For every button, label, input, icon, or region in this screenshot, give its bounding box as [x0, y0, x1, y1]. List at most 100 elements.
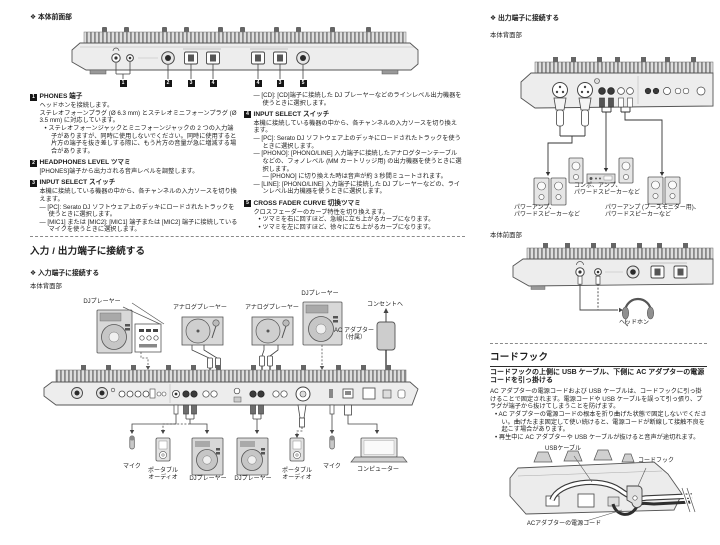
label-dj-player: DJプレーヤー [83, 299, 121, 305]
cord-hook-body: AC アダプターの電源コードおよび USB ケーブルは、コードフックに引っ掛ける… [490, 388, 707, 441]
dj-player-top-right-icon [302, 301, 343, 346]
front-panel-label: 本体前面部 [490, 232, 522, 239]
output-cables [547, 107, 663, 172]
label-dj-player: DJプレーヤー [234, 476, 272, 482]
analog-player-right-icon [251, 316, 294, 346]
portable-audio-left-icon [155, 437, 171, 462]
paragraph: [PHONES]端子から出力される音声レベルを調整します。 [39, 168, 199, 176]
input-connection-diagram [43, 301, 419, 476]
dj-player-bottom-left-icon [191, 437, 224, 476]
mic-left-icon [129, 435, 135, 450]
callout-4: 4 [209, 80, 217, 87]
label-analog-player: アナログプレーヤー [173, 305, 227, 311]
callout-6: 3 [276, 80, 284, 87]
bullet: • 再生中に AC アダプターや USB ケーブルが抜けると音声が途切れます。 [495, 433, 700, 441]
ac-adapter-icon [376, 308, 396, 372]
ac-power-cord [611, 500, 693, 516]
middle-column: — [CD]: [CD]端子に接続した DJ プレーヤーなどのラインレベル出力機… [244, 92, 462, 235]
cable-arrowheads [545, 168, 665, 176]
paragraph: AC アダプターの電源コードおよび USB ケーブルは、コードフックに引っ掛ける… [490, 388, 703, 411]
bullet: • ツマミを右に回すほど、急峻に立ち上がるカーブになります。 [258, 216, 435, 224]
dj-player-rear-box-icon [134, 323, 162, 353]
xlr-plugs-icon [553, 97, 592, 127]
item-number: 5 [244, 200, 251, 208]
analog-player-left-icon [181, 316, 224, 346]
input-select-switches [184, 51, 287, 65]
callout-1: 1 [119, 80, 127, 87]
foot [381, 69, 399, 75]
cord-hook-icon [626, 485, 643, 508]
panel-face [71, 42, 419, 71]
rear-panel-partial [520, 57, 714, 109]
label-power-amp: パワーアンプ、 パワードスピーカーなど [514, 205, 581, 219]
separator [490, 343, 707, 344]
list-item: — [PC]: Serato DJ ソフトウェア上のデッキにロードされたトラック… [253, 135, 461, 150]
label-dj-player: DJプレーヤー [189, 476, 227, 482]
front-panel-heading: ❖ 本体前面部 [30, 14, 72, 21]
item-number: 1 [30, 93, 37, 101]
label-mic: マイク [323, 464, 341, 470]
headphone-cables [577, 275, 623, 313]
front-panel-diagram [71, 27, 419, 79]
label-computer: コンピューター [356, 467, 399, 473]
separator [30, 236, 465, 237]
combo-system-icon [568, 157, 634, 184]
front-panel-partial [512, 243, 714, 290]
list-item: — [CD]: [CD]端子に接続した DJ プレーヤーなどのラインレベル出力機… [253, 92, 462, 107]
callout-2: 2 [164, 80, 172, 87]
crossfader-curve-knob [296, 51, 310, 65]
io-section-title: 入力 / 出力端子に接続する [30, 246, 146, 257]
input-connect-heading: ❖ 入力端子に接続する [30, 270, 100, 277]
mic-right-icon [329, 435, 335, 450]
list-item: — [MIC1] または [MIC2]: [MIC1] 端子または [MIC2]… [39, 218, 238, 234]
paragraph: クロスフェーダーのカーブ特性を切り換えます。 [253, 208, 389, 216]
output-connection-diagram [520, 57, 714, 206]
headphones-icon [622, 297, 655, 327]
list-item: — [PHONO]: [PHONO/LINE] 入力端子に接続したアナログターン… [253, 150, 462, 173]
label-booth-amp: パワーアンプ (ブースモニター用)、 パワードスピーカーなど [605, 205, 700, 219]
cord-hook-diagram [509, 449, 697, 522]
callout-5: 4 [254, 80, 262, 87]
paragraph: 本機に接続している機器の中から、各チャンネルの入力ソースを切り換えます。 [39, 188, 237, 203]
label-usb-cable: USBケーブル [545, 446, 581, 452]
list-item-nested: — [PHONO] に切り換えた時は音声が約 3 秒間ミュートされます。 [262, 173, 447, 181]
bullet: • AC アダプターの電源コードの根本を折り曲げた状態で固定しないでください。曲… [495, 410, 707, 434]
callout-3: 3 [187, 80, 195, 87]
cable-break-marks [680, 487, 697, 513]
rear-panel-label: 本体背面部 [30, 283, 62, 290]
list-item: — [PC]: Serato DJ ソフトウェア上のデッキにロードされたトラック… [39, 203, 235, 219]
output-connect-heading: ❖ 出力端子に接続する [490, 15, 560, 22]
computer-icon [350, 437, 408, 463]
cord-hook-subheading: コードフックの上側に USB ケーブル、下側に AC アダプターの電源コードを引… [490, 369, 705, 385]
top-knob-row [83, 27, 407, 44]
label-combo-amp: コンポ、アンプ、 パワードスピーカーなど [574, 183, 641, 197]
bullet: • ステレオフォーンジャックとミニフォーンジャックの 2 つの入力端子があります… [44, 124, 237, 155]
item-number: 4 [244, 111, 251, 119]
paragraph: 本機に接続している機器の中から、各チャンネルの入力ソースを切り換えます。 [253, 119, 458, 135]
label-analog-player: アナログプレーヤー [245, 305, 299, 311]
rear-panel [43, 365, 419, 406]
headphones-level-knob [161, 51, 175, 65]
paragraph: ヘッドホンを接続します。 [39, 102, 114, 110]
label-headphones: ヘッドホン [618, 320, 649, 326]
callout-7: 5 [299, 80, 307, 87]
speaker-pair-left-icon [533, 177, 567, 206]
paragraph: ステレオフォーンプラグ (Ø 6.3 mm) とステレオミニフォーンプラグ (Ø… [39, 109, 237, 125]
label-cord-hook: コードフック [637, 458, 674, 464]
rca-plugs-icon [259, 355, 273, 374]
phones-jacks [111, 47, 134, 63]
label-dj-player: DJプレーヤー [301, 291, 339, 297]
dj-player-bottom-right-icon [236, 437, 269, 476]
